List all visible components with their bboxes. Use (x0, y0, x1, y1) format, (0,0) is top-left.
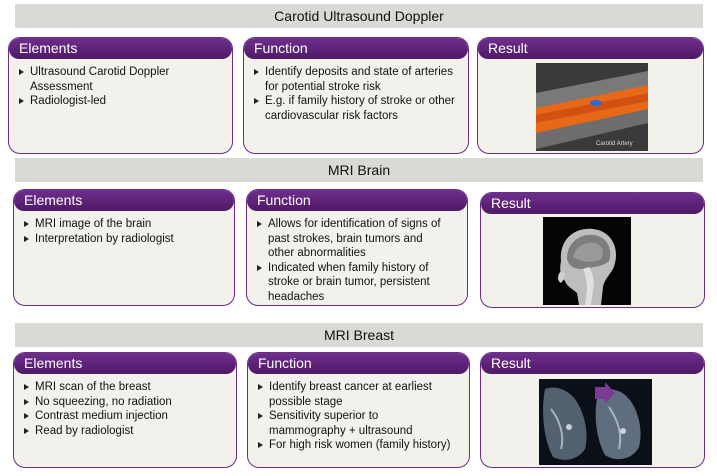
result-card-breast: Result (480, 352, 705, 468)
elements-header: Elements (14, 190, 234, 211)
list-item: Interpretation by radiologist (22, 232, 228, 247)
elements-card-breast: Elements MRI scan of the breast No squee… (13, 352, 237, 468)
result-card-brain: Result (480, 192, 705, 308)
list-item: Indicated when family history of stroke … (255, 261, 451, 305)
result-header: Result (478, 38, 703, 59)
list-item: Ultrasound Carotid Doppler Assessment (17, 65, 197, 94)
list-item: Contrast medium injection (22, 409, 230, 424)
carotid-doppler-image: Carotid Artery (536, 63, 648, 151)
function-card-breast: Function Identify breast cancer at earli… (247, 352, 470, 468)
breast-mri-image (539, 379, 652, 465)
result-header: Result (481, 353, 704, 374)
section-title-breast: MRI Breast (15, 323, 703, 347)
list-item: Allows for identification of signs of pa… (255, 217, 451, 261)
list-item: Read by radiologist (22, 424, 230, 439)
list-item: No squeezing, no radiation (22, 395, 230, 410)
carotid-image-caption: Carotid Artery (596, 141, 633, 147)
function-list: Allows for identification of signs of pa… (255, 217, 451, 304)
list-item: Identify deposits and state of arteries … (252, 65, 462, 94)
function-header: Function (247, 190, 467, 211)
brain-mri-image (543, 217, 631, 305)
section-title-brain: MRI Brain (15, 158, 703, 182)
elements-list: Ultrasound Carotid Doppler Assessment Ra… (17, 65, 197, 109)
elements-card-brain: Elements MRI image of the brain Interpre… (13, 189, 235, 306)
function-list: Identify breast cancer at earliest possi… (256, 380, 456, 453)
function-header: Function (244, 38, 468, 59)
result-header: Result (481, 193, 704, 214)
list-item: Identify breast cancer at earliest possi… (256, 380, 456, 409)
elements-header: Elements (9, 38, 232, 59)
list-item: MRI scan of the breast (22, 380, 230, 395)
function-card-brain: Function Allows for identification of si… (246, 189, 468, 306)
list-item: For high risk women (family history) (256, 438, 456, 453)
section-title-carotid: Carotid Ultrasound Doppler (15, 4, 703, 28)
elements-list: MRI scan of the breast No squeezing, no … (22, 380, 230, 438)
list-item: Sensitivity superior to mammography + ul… (256, 409, 456, 438)
arrow-icon (595, 382, 615, 404)
elements-card-carotid: Elements Ultrasound Carotid Doppler Asse… (8, 37, 233, 154)
list-item: Radiologist-led (17, 94, 197, 109)
function-card-carotid: Function Identify deposits and state of … (243, 37, 469, 154)
result-card-carotid: Result Carotid Artery (477, 37, 704, 154)
elements-header: Elements (14, 353, 236, 374)
list-item: E.g. if family history of stroke or othe… (252, 94, 462, 123)
list-item: MRI image of the brain (22, 217, 228, 232)
elements-list: MRI image of the brain Interpretation by… (22, 217, 228, 246)
function-list: Identify deposits and state of arteries … (252, 65, 462, 123)
function-header: Function (248, 353, 469, 374)
